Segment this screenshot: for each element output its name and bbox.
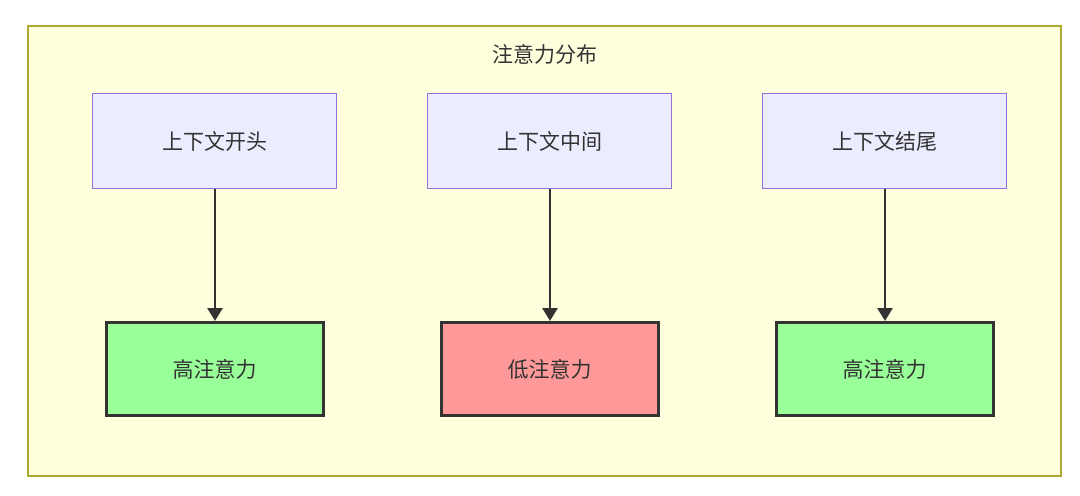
flow-column-context-middle: 上下文中间 低注意力	[427, 93, 672, 417]
diagram-title: 注意力分布	[492, 44, 597, 67]
node-context-end-label: 上下文结尾	[832, 131, 937, 154]
arrow-head-icon	[206, 308, 223, 321]
arrow-line	[883, 189, 886, 310]
node-low-attention-middle: 低注意力	[439, 321, 660, 417]
attention-distribution-container: 注意力分布 上下文开头 高注意力 上下文中间 低注意力	[27, 25, 1062, 477]
arrow-head-icon	[876, 308, 893, 321]
arrow-head-icon	[541, 308, 558, 321]
node-high-attention-start: 高注意力	[104, 321, 325, 417]
flow-column-context-start: 上下文开头 高注意力	[92, 93, 337, 417]
arrow-down	[206, 189, 223, 321]
arrow-line	[548, 189, 551, 310]
node-context-start-label: 上下文开头	[162, 131, 267, 154]
flow-column-context-end: 上下文结尾 高注意力	[762, 93, 1007, 417]
node-context-middle-label: 上下文中间	[497, 131, 602, 154]
arrow-down	[876, 189, 893, 321]
node-context-end: 上下文结尾	[762, 93, 1007, 189]
node-high-attention-start-label: 高注意力	[172, 359, 257, 382]
node-high-attention-end: 高注意力	[774, 321, 995, 417]
node-context-middle: 上下文中间	[427, 93, 672, 189]
node-high-attention-end-label: 高注意力	[842, 359, 927, 382]
arrow-line	[213, 189, 216, 310]
arrow-down	[541, 189, 558, 321]
node-context-start: 上下文开头	[92, 93, 337, 189]
node-low-attention-middle-label: 低注意力	[507, 359, 592, 382]
